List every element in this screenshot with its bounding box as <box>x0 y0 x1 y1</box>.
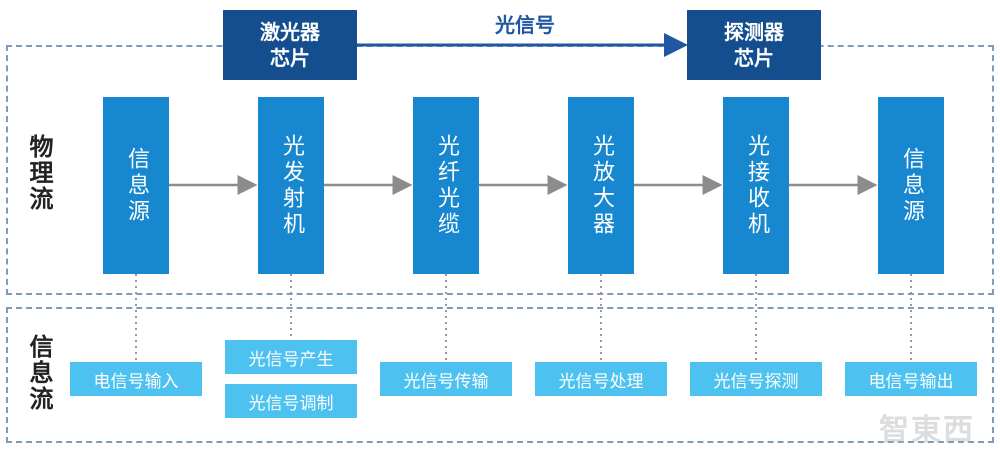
physical-flow-label: 物理流 <box>25 134 53 212</box>
tag-signal-generation: 光信号产生 <box>225 340 357 374</box>
laser-chip-line-1: 激光器 <box>260 20 320 44</box>
laser-chip-box: 激光器 芯片 <box>223 10 357 80</box>
tag-signal-transmission: 光信号传输 <box>380 362 512 396</box>
stage-optical-receiver: 光接收机 <box>723 97 789 274</box>
stage-info-source-out: 信息源 <box>878 97 944 274</box>
stage-label: 光放大器 <box>589 133 614 238</box>
detector-chip-line-1: 探测器 <box>724 20 784 44</box>
tag-signal-processing: 光信号处理 <box>535 362 667 396</box>
detector-chip-line-2: 芯片 <box>734 46 774 70</box>
stage-label: 光纤光缆 <box>434 133 459 238</box>
stage-optical-amplifier: 光放大器 <box>568 97 634 274</box>
tag-electrical-input: 电信号输入 <box>70 362 202 396</box>
stage-label: 光接收机 <box>744 133 769 238</box>
stage-label: 光发射机 <box>279 133 304 238</box>
tag-signal-detection: 光信号探测 <box>690 362 822 396</box>
stage-info-source-in: 信息源 <box>103 97 169 274</box>
watermark-logo: 智東西 <box>879 413 975 448</box>
tag-electrical-output: 电信号输出 <box>845 362 977 396</box>
stage-label: 信息源 <box>899 146 924 225</box>
tag-signal-modulation: 光信号调制 <box>225 384 357 418</box>
information-flow-region <box>6 307 994 443</box>
information-flow-label: 信息流 <box>25 334 53 412</box>
detector-chip-box: 探测器 芯片 <box>687 10 821 80</box>
stage-optical-transmitter: 光发射机 <box>258 97 324 274</box>
optical-signal-label: 光信号 <box>495 13 555 37</box>
laser-chip-line-2: 芯片 <box>270 46 310 70</box>
stage-optical-fiber: 光纤光缆 <box>413 97 479 274</box>
stage-label: 信息源 <box>124 146 149 225</box>
